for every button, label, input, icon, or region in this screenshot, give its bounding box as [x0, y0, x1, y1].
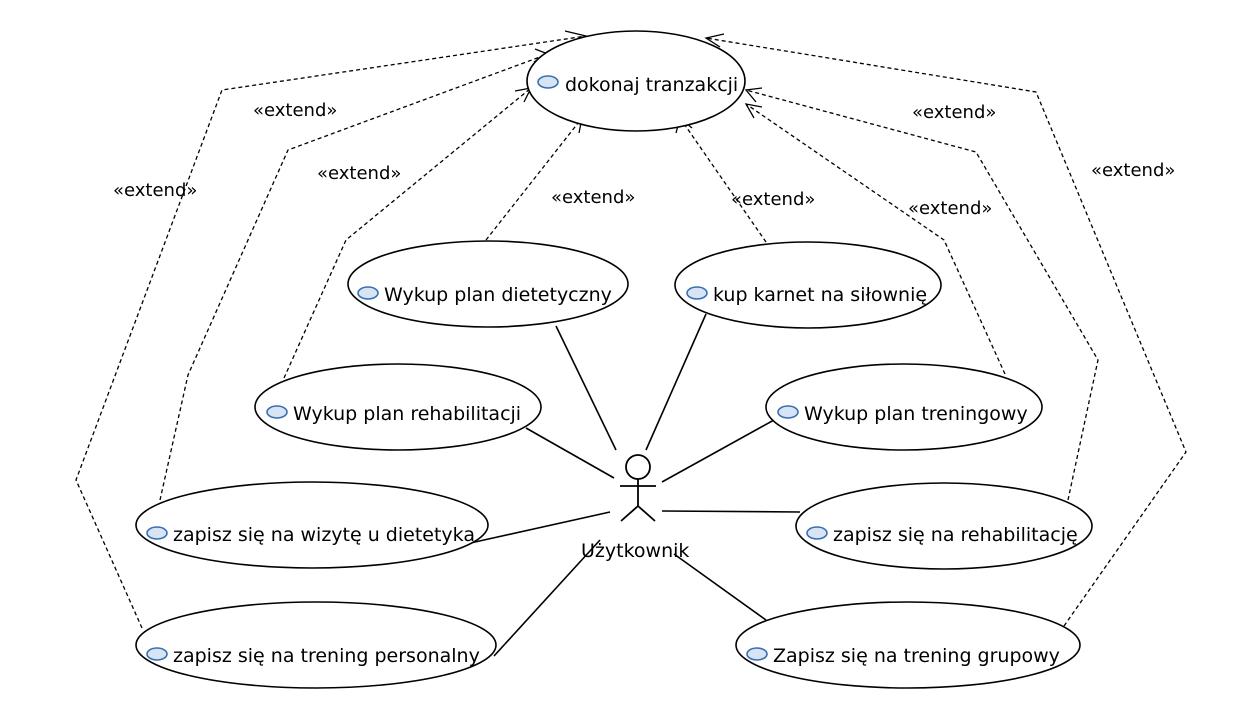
association-line	[493, 539, 601, 657]
extend-labels: «extend» «extend» «extend» «extend» «ext…	[113, 100, 1175, 219]
use-case-ellipse	[254, 363, 542, 451]
use-case-icon	[686, 286, 708, 300]
use-case-rehabilitacja[interactable]: zapisz się na rehabilitację	[795, 482, 1093, 570]
use-case-trening-grupowy[interactable]: Zapisz się na trening grupowy	[735, 601, 1081, 689]
extend-label: «extend»	[908, 198, 992, 219]
association-line	[661, 510, 801, 513]
use-case-icon	[146, 647, 168, 661]
use-case-karnet-silownia[interactable]: kup karnet na siłownię	[674, 241, 942, 329]
use-case-ellipse	[765, 363, 1043, 451]
extend-path-trening-grupowy	[705, 37, 1187, 627]
use-case-icon	[777, 405, 799, 419]
association-line	[645, 313, 707, 451]
use-case-icon	[146, 526, 168, 540]
association-line	[555, 325, 617, 451]
use-case-plan-rehabilitacji[interactable]: Wykup plan rehabilitacji	[254, 363, 542, 451]
extend-dependencies	[75, 35, 1187, 629]
use-case-ellipse	[347, 240, 629, 328]
extend-label: «extend»	[317, 163, 401, 184]
extend-label: «extend»	[113, 180, 197, 201]
use-case-icon	[537, 75, 559, 89]
use-case-label: kup karnet na siłownię	[713, 284, 927, 306]
actor-label: Użytkownik	[581, 540, 689, 562]
use-case-label: zapisz się na trening personalny	[173, 645, 480, 667]
use-case-icon	[266, 405, 288, 419]
use-case-plan-dietetyczny[interactable]: Wykup plan dietetyczny	[347, 240, 629, 328]
extend-label: «extend»	[731, 189, 815, 210]
use-case-label: zapisz się na rehabilitację	[833, 524, 1078, 546]
use-case-ellipse	[674, 241, 942, 329]
use-case-ellipse	[526, 30, 746, 132]
extend-label: «extend»	[551, 187, 635, 208]
use-case-icon	[746, 647, 768, 661]
extend-path-plan-treningowy	[745, 103, 1006, 375]
association-line	[673, 553, 767, 621]
actor-leg-left	[620, 505, 639, 522]
arrowhead-icon	[744, 87, 763, 103]
association-line	[661, 419, 775, 483]
association-line	[465, 511, 611, 545]
use-case-label: Wykup plan treningowy	[804, 403, 1028, 425]
use-case-ellipse	[135, 481, 489, 569]
use-case-ellipse	[795, 482, 1093, 570]
actor-uzytkownik[interactable]: Użytkownik	[581, 454, 689, 562]
extend-label: «extend»	[253, 100, 337, 121]
extend-path-wizyta-dietetyk	[159, 53, 549, 501]
use-case-wizyta-dietetyk[interactable]: zapisz się na wizytę u dietetyka	[135, 481, 489, 569]
use-case-plan-treningowy[interactable]: Wykup plan treningowy	[765, 363, 1043, 451]
extend-label: «extend»	[912, 102, 996, 123]
association-line	[525, 427, 615, 479]
use-case-ellipse	[135, 601, 497, 689]
use-case-label: Wykup plan rehabilitacji	[293, 403, 521, 425]
use-case-label: zapisz się na wizytę u dietetyka	[173, 524, 475, 546]
associations	[465, 313, 801, 657]
extend-path-plan-rehabilitacji	[283, 87, 532, 379]
use-case-icon	[357, 286, 379, 300]
arrowhead-icon	[744, 103, 763, 119]
extend-path-rehabilitacja	[745, 89, 1099, 501]
use-case-label: Zapisz się na trening grupowy	[773, 645, 1060, 667]
arrowhead-icon	[704, 33, 725, 48]
extend-path-karnet	[679, 117, 767, 243]
use-case-ellipse	[735, 601, 1081, 689]
actor-leg-right	[637, 505, 656, 522]
actor-head-icon	[625, 454, 651, 480]
extend-label: «extend»	[1091, 160, 1175, 181]
use-case-trening-personalny[interactable]: zapisz się na trening personalny	[135, 601, 497, 689]
use-case-label: Wykup plan dietetyczny	[384, 284, 612, 306]
use-case-dokonaj-tranzakcji[interactable]: dokonaj tranzakcji	[526, 30, 746, 132]
extend-path-plan-dietetyczny	[485, 117, 583, 241]
use-case-icon	[806, 526, 828, 540]
use-case-label: dokonaj tranzakcji	[565, 74, 738, 96]
